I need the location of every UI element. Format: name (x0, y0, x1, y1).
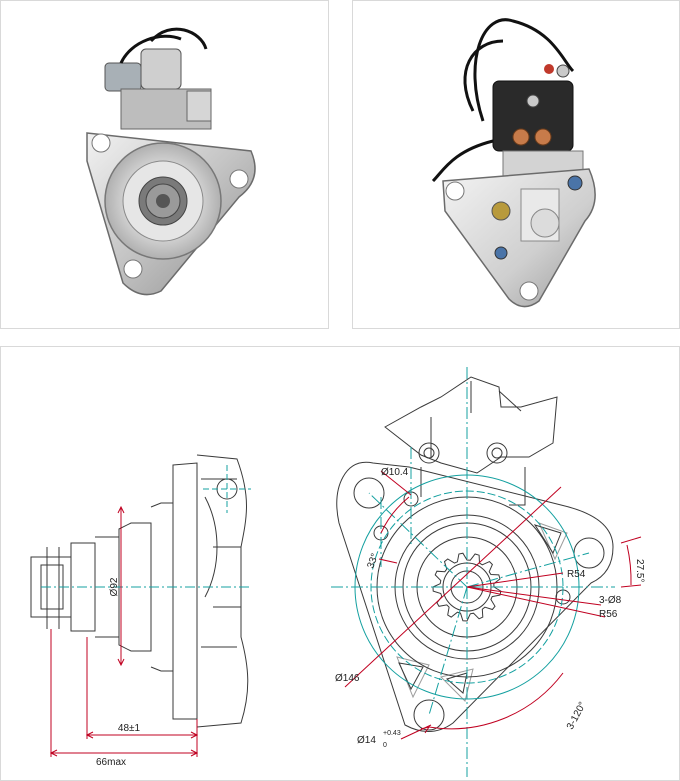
side-view-outline (30, 454, 249, 728)
photo-rear-view-panel (352, 0, 680, 329)
dim-hole-top: Ø10.4 (381, 467, 409, 478)
technical-drawing-panel: Ø92 48±1 66max Ø10.4 33° R54 3-Ø8 R56 27… (0, 346, 680, 781)
dim-length-max: 66max (96, 757, 126, 768)
photo-front-view-panel (0, 0, 329, 329)
starter-motor-rear-photo (431, 18, 596, 308)
dim-angle-small: 33° (365, 552, 381, 570)
dim-radius-inner: R54 (567, 569, 586, 580)
dim-pattern: 3-120° (565, 700, 589, 731)
starter-motor-front-photo (86, 27, 256, 296)
dim-bolt-circle: Ø146 (335, 673, 360, 684)
dim-holes-three: 3-Ø8 (599, 595, 622, 606)
dim-mount-hole-tol-upper: +0.43 (383, 730, 401, 737)
dim-mount-hole-tol-lower: 0 (383, 742, 387, 749)
technical-drawing: Ø92 48±1 66max Ø10.4 33° R54 3-Ø8 R56 27… (30, 367, 645, 777)
dim-angle-right: 27.5° (634, 559, 645, 582)
dim-radius-outer: R56 (599, 609, 618, 620)
dim-length-flange: 48±1 (118, 723, 141, 734)
dim-pilot-diameter: Ø92 (109, 577, 120, 596)
dim-mount-hole: Ø14 (357, 735, 376, 746)
